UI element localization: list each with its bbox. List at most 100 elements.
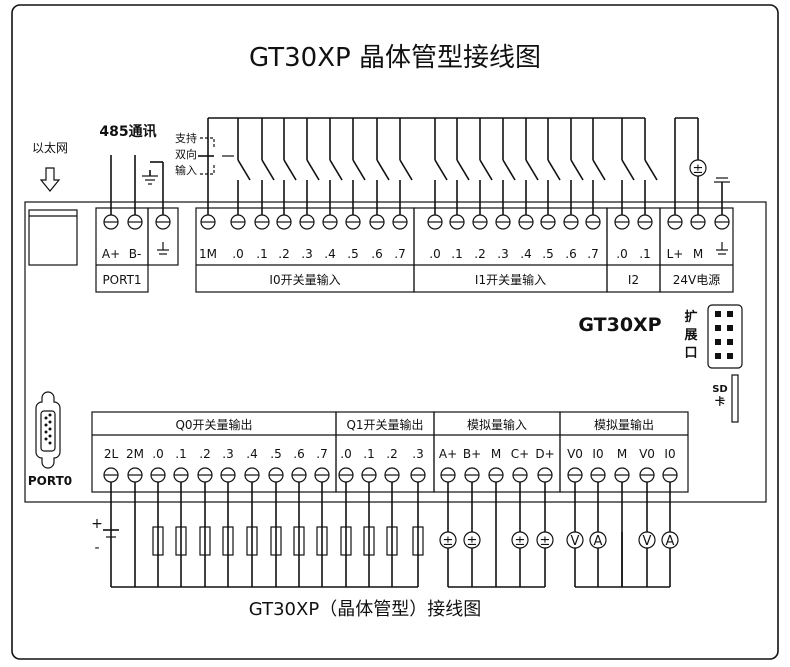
db9-pin	[44, 437, 48, 441]
battery-minus: -	[94, 540, 99, 556]
arrow-down-icon	[39, 167, 61, 192]
expansion-pin	[727, 353, 733, 359]
terminal-label: A+	[102, 247, 120, 261]
terminal-label: B-	[129, 247, 142, 261]
terminal-label: I0	[592, 447, 603, 461]
switch-contact	[644, 159, 658, 181]
expansion-pin	[715, 325, 721, 331]
terminal-label: .4	[246, 447, 257, 461]
terminal-label: M	[617, 447, 627, 461]
load-resistor-icon	[340, 526, 352, 556]
terminal-label: I0	[664, 447, 675, 461]
load-resistor-icon	[316, 526, 328, 556]
terminal-label: L+	[667, 247, 684, 261]
expansion-label: 展	[684, 328, 698, 343]
load-resistor-icon	[293, 526, 305, 556]
terminal-label: .0	[152, 447, 163, 461]
terminal-label: 1M	[199, 247, 217, 261]
terminal-label: A+	[439, 447, 457, 461]
block-label: Q0开关量输出	[175, 417, 252, 432]
outer-frame	[11, 4, 779, 660]
switch-contact	[592, 159, 606, 181]
terminal-label: .4	[520, 247, 531, 261]
ethernet-port	[28, 209, 78, 266]
terminal-label: 2M	[126, 447, 144, 461]
switch-contact	[502, 159, 516, 181]
diagram-title: GT30XP 晶体管型接线图	[249, 43, 541, 73]
expansion-label: 扩	[684, 309, 697, 325]
db9-pin	[48, 441, 52, 445]
terminal-label: V0	[639, 447, 655, 461]
load-resistor-icon	[246, 526, 258, 556]
switch-contact	[570, 159, 584, 181]
block-label: Q1开关量输出	[346, 417, 423, 432]
db9-pin	[44, 423, 48, 427]
meter-symbol: ±	[693, 162, 704, 177]
db9-pin	[48, 420, 52, 424]
switch-contact	[399, 159, 413, 181]
expansion-pin	[727, 325, 733, 331]
terminal-label: .1	[451, 247, 462, 261]
terminal-label: .0	[340, 447, 351, 461]
expansion-pin	[727, 311, 733, 317]
load-resistor-icon	[386, 526, 398, 556]
switch-contact	[456, 159, 470, 181]
switch-contact	[329, 159, 343, 181]
expansion-pin	[727, 339, 733, 345]
switch-contact	[283, 159, 297, 181]
expansion-label: 口	[684, 346, 697, 361]
terminal-label: .2	[386, 447, 397, 461]
load-resistor-icon	[175, 526, 187, 556]
meter-symbol: ±	[540, 534, 551, 549]
sd-label: SD	[712, 384, 728, 395]
db9-connector-icon	[40, 410, 56, 452]
block-label: I0开关量输入	[269, 272, 340, 287]
meter-symbol: V	[643, 534, 652, 549]
terminal-label: .0	[616, 247, 627, 261]
switch-contact	[261, 159, 275, 181]
expansion-port	[707, 304, 743, 369]
load-resistor-icon	[152, 526, 164, 556]
block-label: 模拟量输出	[594, 417, 654, 432]
terminal-label: .3	[301, 247, 312, 261]
terminal-label: .5	[347, 247, 358, 261]
diagram-subtitle: GT30XP（晶体管型）接线图	[249, 599, 481, 620]
terminal-label: .6	[371, 247, 382, 261]
terminal-label: .3	[222, 447, 233, 461]
terminal-label: .1	[363, 447, 374, 461]
terminal-label: .0	[232, 247, 243, 261]
meter-symbol: A	[666, 534, 675, 549]
sd-label: 卡	[715, 395, 725, 408]
terminal-label: .7	[316, 447, 327, 461]
meter-symbol: ±	[467, 534, 478, 549]
load-resistor-icon	[222, 526, 234, 556]
terminal-label: .5	[542, 247, 553, 261]
meter-symbol: V	[571, 534, 580, 549]
terminal-label: .7	[394, 247, 405, 261]
terminal-label: B+	[463, 447, 481, 461]
expansion-pin	[715, 311, 721, 317]
load-resistor-icon	[363, 526, 375, 556]
block-label: PORT1	[102, 273, 141, 287]
note-text: 双向	[175, 147, 197, 161]
terminal-label: .2	[474, 247, 485, 261]
rs485-label: 485通讯	[99, 124, 156, 140]
switch-contact	[479, 159, 493, 181]
terminal-label: C+	[511, 447, 529, 461]
terminal-label: M	[693, 247, 703, 261]
load-resistor-icon	[199, 526, 211, 556]
terminal-label: V0	[567, 447, 583, 461]
terminal-label: .2	[278, 247, 289, 261]
terminal-label: .6	[293, 447, 304, 461]
dashed-bracket	[200, 137, 215, 175]
sd-card-slot	[731, 374, 739, 423]
model-label: GT30XP	[578, 314, 661, 336]
db9-pin	[48, 413, 52, 417]
block-label: 24V电源	[673, 273, 720, 287]
db9-pin	[48, 434, 52, 438]
terminal-block-5	[659, 207, 734, 293]
terminal-label: .2	[199, 447, 210, 461]
output-block-3	[559, 411, 689, 493]
load-resistor-icon	[270, 526, 282, 556]
